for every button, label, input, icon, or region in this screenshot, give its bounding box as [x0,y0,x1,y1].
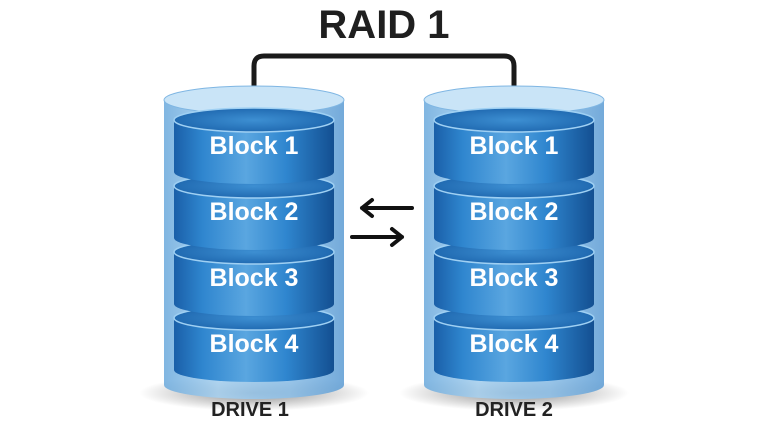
block-label: Block 3 [470,264,559,292]
disk-block-1: Block 1 [173,107,335,184]
drive-1: Block 4 Block 3 Block 2 Block 1 [139,85,369,411]
block-label: Block 1 [210,132,299,160]
drive-2: Block 4 Block 3 Block 2 Block 1 [399,85,629,411]
diagram-title: RAID 1 [318,3,449,47]
disk-block-1: Block 1 [433,107,595,184]
disk-block-body [434,120,594,184]
disk-block-3: Block 3 [433,239,595,316]
block-label: Block 2 [210,198,299,226]
block-label: Block 4 [470,330,559,358]
disk-block-body [434,186,594,250]
block-label: Block 2 [470,198,559,226]
disk-block-body [174,186,334,250]
block-label: Block 1 [470,132,559,160]
arrow-left-icon [360,198,414,218]
disk-block-body [174,120,334,184]
disk-block-body [434,318,594,382]
disk-block-body [174,252,334,316]
drive-2-label: DRIVE 2 [475,399,553,421]
disk-block-3: Block 3 [173,239,335,316]
block-label: Block 3 [210,264,299,292]
disk-block-body [174,318,334,382]
arrow-right-icon [350,227,404,247]
disk-block-body [434,252,594,316]
drive-1-label: DRIVE 1 [211,399,289,421]
mirror-connector-icon [251,53,517,105]
disk-block-2: Block 2 [173,173,335,250]
block-label: Block 4 [210,330,299,358]
sync-arrows [350,198,414,247]
disk-block-top [433,107,595,133]
disk-block-4: Block 4 [433,305,595,382]
disk-block-top [173,107,335,133]
disk-block-4: Block 4 [173,305,335,382]
disk-block-2: Block 2 [433,173,595,250]
